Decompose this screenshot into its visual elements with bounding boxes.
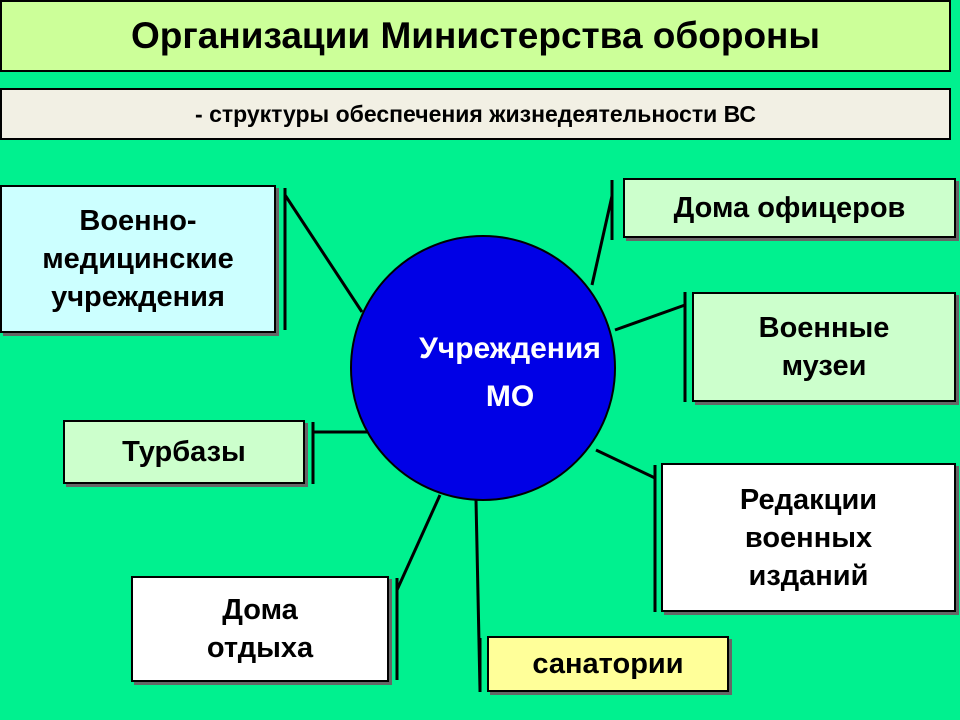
- connector-officers: [590, 195, 614, 286]
- node-editorial: Редакции военных изданий: [661, 463, 956, 612]
- center-label-line2: МО: [485, 380, 535, 413]
- slide-subtitle: - структуры обеспечения жизнедеятельност…: [0, 88, 951, 140]
- connector-museums: [614, 303, 686, 332]
- node-medical: Военно- медицинские учреждения: [0, 185, 276, 333]
- node-rest-homes: Дома отдыха: [131, 576, 389, 682]
- center-circle: [350, 235, 616, 501]
- center-label: Учреждения МО: [380, 325, 640, 421]
- node-sanatoriums: санатории: [487, 636, 729, 692]
- connector-editorial: [595, 448, 656, 480]
- node-tourist: Турбазы: [63, 420, 305, 484]
- connector-medical: [283, 194, 364, 313]
- center-label-line1: Учреждения: [419, 332, 601, 365]
- slide-title: Организации Министерства обороны: [0, 0, 951, 72]
- connector-rest-homes: [395, 494, 442, 591]
- node-officers: Дома офицеров: [623, 178, 956, 238]
- node-museums: Военные музеи: [692, 292, 956, 402]
